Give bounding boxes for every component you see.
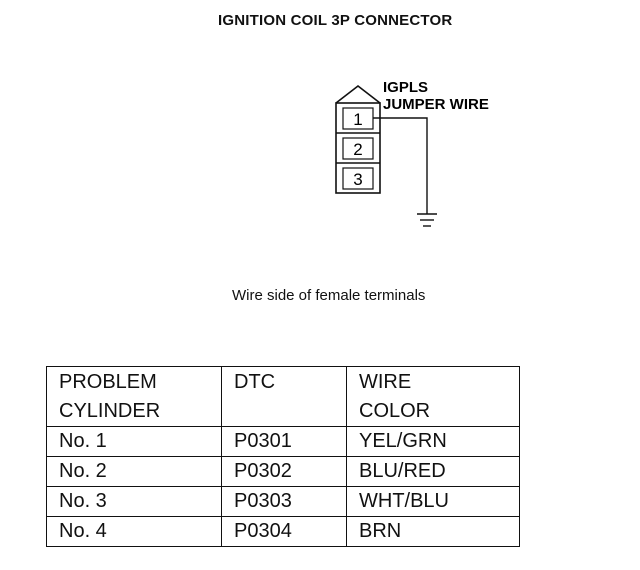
header-text: CYLINDER [59,400,161,422]
connector-diagram: 1 2 3 IGPLS JUMPER WIRE [335,79,489,227]
terminal-3 [342,167,374,190]
header-wire-color: WIRE COLOR [346,366,520,427]
dtc-table: PROBLEM CYLINDER DTC WIRE COLOR No. 1 P0… [46,366,520,547]
terminal-2 [342,137,374,160]
cell-cylinder: No. 4 [46,516,222,547]
header-text: COLOR [359,400,431,422]
jumper-label-line1: IGPLS [383,79,428,96]
connector-key [335,84,381,104]
cell-cylinder: No. 3 [46,486,222,517]
cell-cylinder: No. 1 [46,426,222,457]
connector-caption: Wire side of female terminals [232,287,426,304]
terminal-3-label: 3 [353,170,362,189]
header-text: WIRE [359,371,412,393]
header-dtc: DTC [221,366,347,427]
cell-dtc: P0302 [221,456,347,487]
jumper-label-line2: JUMPER WIRE [383,96,489,113]
cell-wire-color: BLU/RED [346,456,520,487]
table-row: No. 4 P0304 BRN [46,516,520,547]
header-problem-cylinder: PROBLEM CYLINDER [46,366,222,427]
terminal-2-label: 2 [353,140,362,159]
table-header-row: PROBLEM CYLINDER DTC WIRE COLOR [46,366,520,427]
diagram-title: IGNITION COIL 3P CONNECTOR [218,12,453,29]
jumper-wire [373,117,428,214]
terminal-1-label: 1 [353,110,362,129]
cell-wire-color: BRN [346,516,520,547]
cell-wire-color: YEL/GRN [346,426,520,457]
header-text: DTC [234,371,276,393]
table-row: No. 3 P0303 WHT/BLU [46,486,520,517]
cell-cylinder: No. 2 [46,456,222,487]
header-text: PROBLEM [59,371,157,393]
ground-icon [417,213,437,227]
table-row: No. 2 P0302 BLU/RED [46,456,520,487]
cell-dtc: P0304 [221,516,347,547]
cell-dtc: P0303 [221,486,347,517]
cell-wire-color: WHT/BLU [346,486,520,517]
cell-dtc: P0301 [221,426,347,457]
table-row: No. 1 P0301 YEL/GRN [46,426,520,457]
